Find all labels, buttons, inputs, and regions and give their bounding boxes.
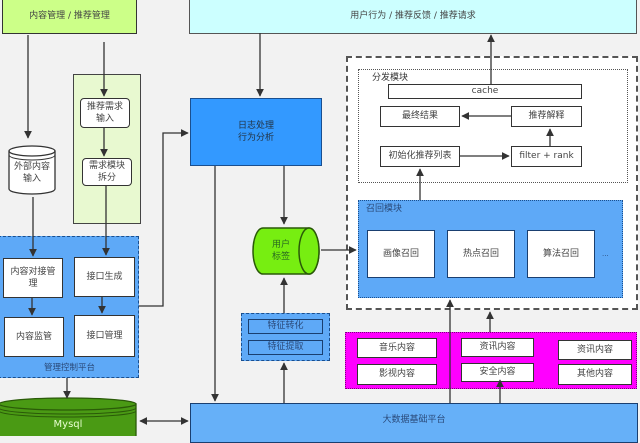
recall-more-indicator: ... [602,250,609,258]
filter-rank-box[interactable]: filter + rank [511,146,582,167]
api-generation-label: 接口生成 [86,271,123,282]
cache-box[interactable]: cache [388,84,582,99]
final-result-label: 最终结果 [401,111,438,122]
database-icon [8,145,56,195]
user-tags-label: 用户 标签 [271,239,290,262]
recommend-explain-label: 推荐解释 [528,111,565,122]
feature-transform-label: 特征转化 [267,321,304,332]
feature-extract-label: 特征提取 [267,342,304,353]
user-tags-storage[interactable]: 用户 标签 [251,226,321,276]
hot-recall-box[interactable]: 热点召回 [447,230,515,278]
recommend-explain-box[interactable]: 推荐解释 [511,106,582,127]
requirement-input-label: 推荐需求 输入 [86,101,123,124]
video-content-label: 影视内容 [378,369,415,380]
dispatch-module-panel [358,69,628,183]
init-recommend-list-box[interactable]: 初始化推荐列表 [380,146,460,167]
requirement-split-label: 需求模块 拆分 [88,160,125,183]
video-content-box[interactable]: 影视内容 [357,364,437,385]
mysql-database[interactable]: Mysql [0,396,138,441]
requirement-split-box[interactable]: 需求模块 拆分 [82,158,132,186]
cache-label: cache [471,86,499,97]
other-content-label: 其他内容 [576,369,613,380]
arrow-mgmt-platform-to-log [139,129,189,307]
api-management-box[interactable]: 接口管理 [74,315,135,357]
content-recommend-management-box[interactable]: 内容管理 / 推荐管理 [2,0,137,34]
log-processing-box[interactable]: 日志处理 行为分析 [190,98,322,166]
music-content-label: 音乐内容 [378,342,415,353]
hot-recall-label: 热点召回 [462,248,499,259]
algorithm-recall-label: 算法召回 [542,248,579,259]
api-management-label: 接口管理 [86,330,123,341]
mysql-label: Mysql [53,419,83,431]
init-recommend-list-label: 初始化推荐列表 [388,151,452,162]
news-content-box-2[interactable]: 资讯内容 [558,340,632,360]
external-content-database[interactable]: 外部内容 输入 [8,145,56,197]
user-behavior-box[interactable]: 用户行为 / 推荐反馈 / 推荐请求 [189,0,637,34]
content-integration-label: 内容对接管 理 [10,266,56,289]
filter-rank-label: filter + rank [519,151,574,162]
news-content-label-2: 资讯内容 [576,344,613,355]
other-content-box[interactable]: 其他内容 [558,364,632,385]
content-supervision-label: 内容监管 [15,331,52,342]
big-data-platform-box[interactable]: 大数据基础平台 [190,403,638,443]
management-platform-title: 管理控制平台 [43,363,95,374]
requirement-panel [73,74,141,224]
user-behavior-label: 用户行为 / 推荐反馈 / 推荐请求 [350,10,476,21]
feature-extract-box[interactable]: 特征提取 [248,340,323,355]
final-result-box[interactable]: 最终结果 [380,106,460,127]
security-content-box[interactable]: 安全内容 [461,363,534,382]
big-data-platform-label: 大数据基础平台 [382,415,446,425]
content-recommend-management-label: 内容管理 / 推荐管理 [29,10,110,21]
api-generation-box[interactable]: 接口生成 [74,257,135,297]
content-supervision-box[interactable]: 内容监管 [4,317,64,357]
news-content-box[interactable]: 资讯内容 [461,338,534,357]
external-content-label: 外部内容 输入 [13,161,50,184]
content-integration-box[interactable]: 内容对接管 理 [3,258,63,298]
profile-recall-box[interactable]: 画像召回 [367,230,435,278]
security-content-label: 安全内容 [479,367,516,378]
music-content-box[interactable]: 音乐内容 [357,338,437,358]
recall-module-title: 召回模块 [366,204,403,214]
dispatch-module-title: 分发模块 [372,73,409,83]
algorithm-recall-box[interactable]: 算法召回 [527,230,595,278]
requirement-input-box[interactable]: 推荐需求 输入 [80,98,130,128]
user-tags-cylinder-icon [252,227,320,275]
profile-recall-label: 画像召回 [382,248,419,259]
log-processing-label: 日志处理 行为分析 [237,120,274,143]
news-content-label: 资讯内容 [479,342,516,353]
feature-transform-box[interactable]: 特征转化 [248,319,323,334]
